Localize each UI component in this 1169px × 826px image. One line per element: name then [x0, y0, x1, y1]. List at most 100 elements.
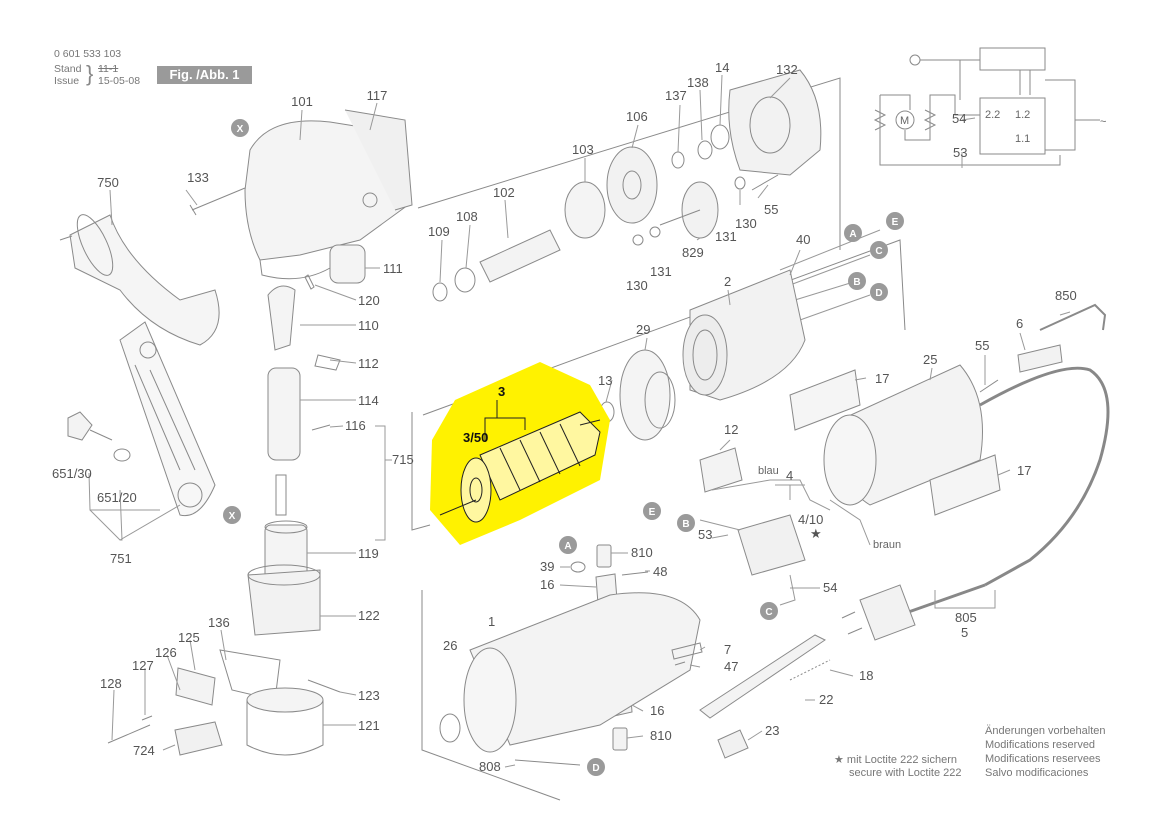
label-131-top: 131	[715, 229, 737, 244]
wire-label-blau: blau	[758, 465, 779, 477]
label-54-switch: 54	[823, 580, 837, 595]
bearing-14	[710, 124, 730, 150]
loctite-note-de: ★ mit Loctite 222 sichern	[834, 754, 957, 766]
callout-e-switch: E	[649, 507, 656, 518]
label-111: 111	[383, 261, 403, 276]
label-39: 39	[540, 559, 554, 574]
label-26: 26	[443, 638, 457, 653]
cable-clamp-6	[1017, 344, 1063, 373]
label-53-schematic: 53	[953, 145, 967, 160]
label-1: 1	[488, 614, 495, 629]
label-4: 4	[786, 468, 793, 483]
ring-130a	[734, 176, 746, 190]
label-130-bottom: 130	[626, 278, 648, 293]
label-132: 132	[776, 62, 798, 77]
label-armature-3-50: 3/50	[463, 430, 488, 445]
rod-22	[699, 634, 826, 719]
label-651-30: 651/30	[52, 466, 92, 481]
part-120	[304, 274, 315, 290]
callout-x-bottom: X	[229, 511, 236, 522]
wire-53	[699, 519, 741, 531]
callout-b: B	[853, 277, 860, 288]
stand-value: 11-1	[98, 63, 119, 75]
label-29: 29	[636, 322, 650, 337]
brush-810a	[596, 544, 612, 568]
label-131-bottom: 131	[650, 264, 672, 279]
bearing-103	[564, 181, 606, 239]
label-651-20: 651/20	[97, 490, 137, 505]
cable-6	[979, 366, 1110, 587]
star-4-10: ★	[810, 526, 822, 541]
label-55-right: 55	[975, 338, 989, 353]
nut-121	[246, 687, 324, 756]
label-106: 106	[626, 109, 648, 124]
label-55-top: 55	[764, 202, 778, 217]
frame-upper-center	[422, 239, 906, 416]
label-137: 137	[665, 88, 687, 103]
label-850: 850	[1055, 288, 1077, 303]
shield-17a	[789, 369, 861, 431]
label-114: 114	[358, 393, 379, 408]
label-116: 116	[345, 418, 366, 433]
pin-part	[275, 474, 287, 516]
label-108: 108	[456, 209, 478, 224]
label-13: 13	[598, 373, 612, 388]
motor-symbol: M	[900, 115, 909, 127]
gear-829	[659, 181, 719, 239]
modifications-de: Änderungen vorbehalten	[985, 725, 1106, 737]
baffle-29	[619, 349, 676, 441]
label-117: 117	[367, 88, 388, 103]
label-810-bottom: 810	[650, 728, 672, 743]
screw-116	[311, 424, 331, 431]
label-126: 126	[155, 645, 177, 660]
screw-55-right	[979, 379, 999, 393]
label-102: 102	[493, 185, 515, 200]
modifications-es: Salvo modificaciones	[985, 767, 1089, 779]
label-7: 7	[724, 642, 731, 657]
stand-label: Stand	[54, 63, 82, 75]
stator-2	[682, 269, 806, 401]
motor-housing-25	[823, 364, 983, 506]
label-101: 101	[291, 94, 313, 109]
label-25: 25	[923, 352, 937, 367]
auxiliary-handle-750	[59, 214, 220, 346]
screw-48	[621, 571, 649, 576]
wire-group	[779, 229, 881, 321]
label-123: 123	[358, 688, 380, 703]
screw-123	[307, 679, 341, 693]
label-12: 12	[724, 422, 738, 437]
loctite-note-en: secure with Loctite 222	[849, 767, 962, 779]
brush-810b	[612, 727, 628, 751]
wire-54	[779, 574, 796, 606]
brace-icon: }	[86, 61, 94, 86]
label-829: 829	[682, 245, 704, 260]
label-23: 23	[765, 723, 779, 738]
callout-x-top: X	[237, 124, 244, 135]
callout-bubbles	[223, 119, 904, 776]
contact-2-2: 2.2	[985, 109, 1000, 121]
label-4-10: 4/10	[798, 512, 823, 527]
shield-17b	[929, 454, 1001, 516]
spindle-102	[479, 229, 561, 283]
label-47: 47	[724, 659, 738, 674]
contact-1-1: 1.1	[1015, 133, 1030, 145]
gear-head-101	[244, 109, 413, 280]
bolt-651-30	[67, 411, 113, 441]
washer-651-20	[113, 448, 131, 462]
gear-106	[606, 146, 658, 224]
label-6: 6	[1016, 316, 1023, 331]
label-48: 48	[653, 564, 667, 579]
label-14: 14	[715, 60, 729, 75]
label-750: 750	[97, 175, 119, 190]
callout-d-housing: D	[592, 763, 599, 774]
ac-symbol: ~	[1100, 116, 1106, 128]
label-808: 808	[479, 759, 501, 774]
hex-key-850	[1039, 303, 1107, 331]
label-109: 109	[428, 224, 450, 239]
ring-137	[671, 151, 685, 169]
housing-1	[463, 592, 701, 753]
label-54-schematic: 54	[952, 111, 966, 126]
label-119: 119	[358, 546, 379, 561]
label-715: 715	[392, 452, 414, 467]
